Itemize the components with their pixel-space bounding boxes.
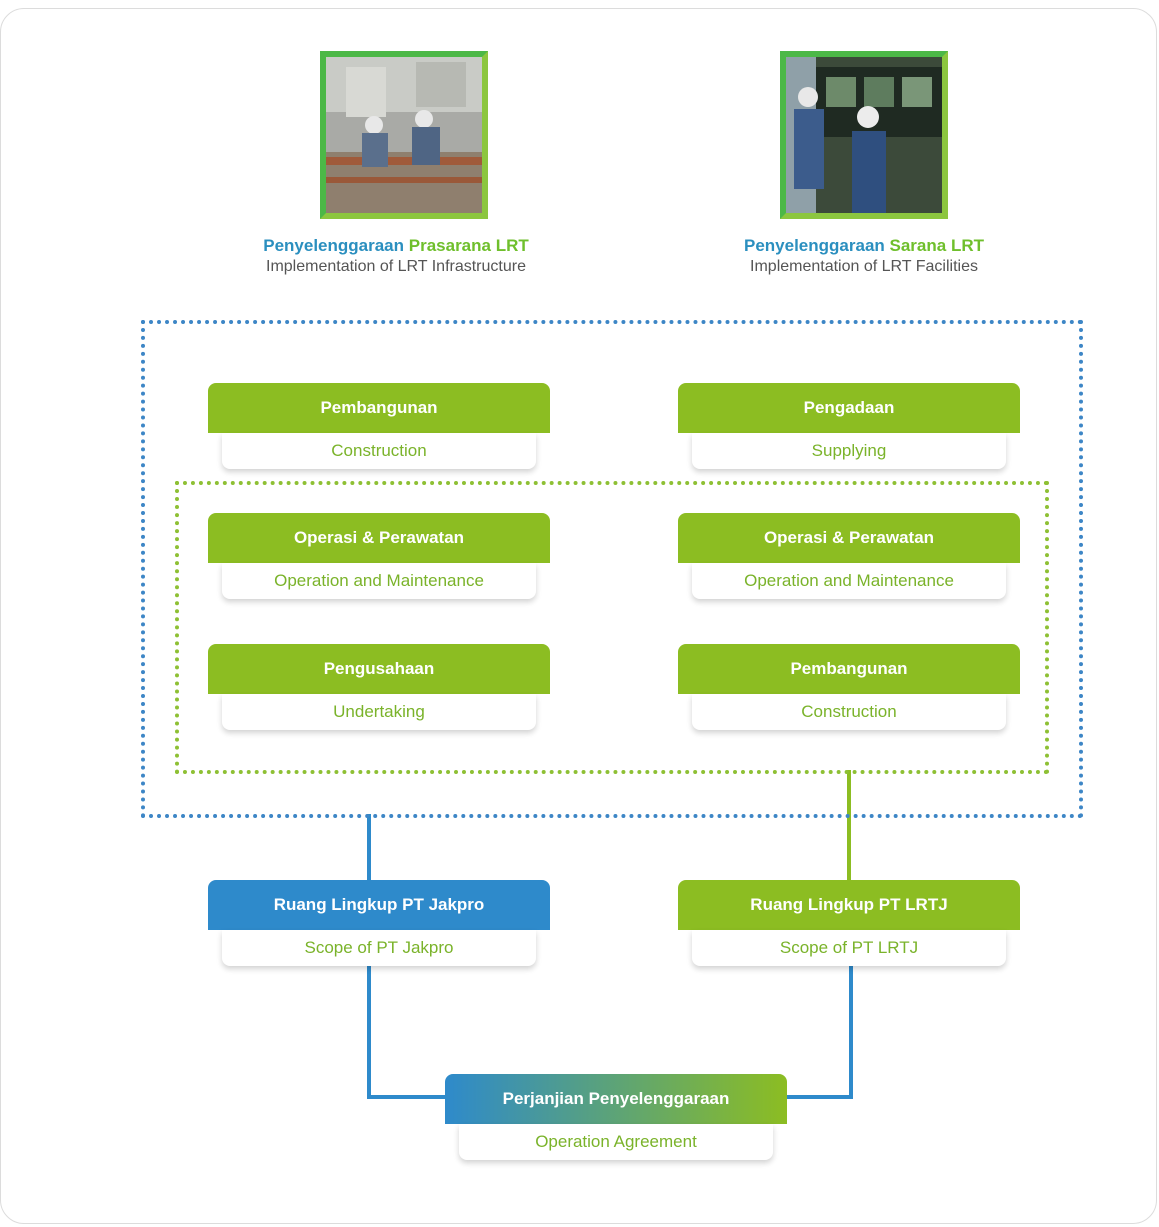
jakpro-connector-top xyxy=(367,814,371,882)
lrtj-scope-box: Ruang Lingkup PT LRTJ Scope of PT LRTJ xyxy=(678,880,1020,966)
box-subheading: Scope of PT Jakpro xyxy=(222,930,536,966)
scope-frame-blue xyxy=(141,320,1083,818)
box-subheading: Construction xyxy=(692,694,1006,730)
box-heading: Pengusahaan xyxy=(208,644,550,694)
lrtj-connector-top xyxy=(847,770,851,882)
box-heading: Pengadaan xyxy=(678,383,1020,433)
scope-frame-green xyxy=(175,481,1049,774)
box-heading: Perjanjian Penyelenggaraan xyxy=(445,1074,787,1124)
om-box-right: Operasi & Perawatan Operation and Mainte… xyxy=(678,513,1020,599)
infrastructure-title: Penyelenggaraan Prasarana LRT xyxy=(263,236,529,255)
facilities-caption: Penyelenggaraan Sarana LRT Implementatio… xyxy=(674,235,1054,277)
facilities-title: Penyelenggaraan Sarana LRT xyxy=(744,236,984,255)
box-heading: Ruang Lingkup PT Jakpro xyxy=(208,880,550,930)
box-subheading: Construction xyxy=(222,433,536,469)
box-subheading: Operation and Maintenance xyxy=(692,563,1006,599)
jakpro-agreement-link xyxy=(367,1095,451,1099)
box-heading: Pembangunan xyxy=(678,644,1020,694)
infrastructure-photo xyxy=(320,51,488,219)
undertaking-box: Pengusahaan Undertaking xyxy=(208,644,550,730)
box-subheading: Scope of PT LRTJ xyxy=(692,930,1006,966)
box-subheading: Supplying xyxy=(692,433,1006,469)
box-heading: Operasi & Perawatan xyxy=(208,513,550,563)
facilities-photo xyxy=(780,51,948,219)
box-heading: Pembangunan xyxy=(208,383,550,433)
box-heading: Operasi & Perawatan xyxy=(678,513,1020,563)
facilities-subtitle: Implementation of LRT Facilities xyxy=(750,258,978,275)
construction-box-right: Pembangunan Construction xyxy=(678,644,1020,730)
infrastructure-caption: Penyelenggaraan Prasarana LRT Implementa… xyxy=(206,235,586,277)
box-heading: Ruang Lingkup PT LRTJ xyxy=(678,880,1020,930)
construction-box-left: Pembangunan Construction xyxy=(208,383,550,469)
agreement-box: Perjanjian Penyelenggaraan Operation Agr… xyxy=(445,1074,787,1160)
box-subheading: Operation Agreement xyxy=(459,1124,773,1160)
lrtj-connector-bottom xyxy=(849,963,853,1099)
diagram-card xyxy=(0,8,1157,1224)
infrastructure-subtitle: Implementation of LRT Infrastructure xyxy=(266,258,526,275)
supplying-box: Pengadaan Supplying xyxy=(678,383,1020,469)
om-box-left: Operasi & Perawatan Operation and Mainte… xyxy=(208,513,550,599)
box-subheading: Operation and Maintenance xyxy=(222,563,536,599)
jakpro-connector-bottom xyxy=(367,963,371,1099)
lrtj-agreement-link xyxy=(784,1095,853,1099)
box-subheading: Undertaking xyxy=(222,694,536,730)
jakpro-scope-box: Ruang Lingkup PT Jakpro Scope of PT Jakp… xyxy=(208,880,550,966)
